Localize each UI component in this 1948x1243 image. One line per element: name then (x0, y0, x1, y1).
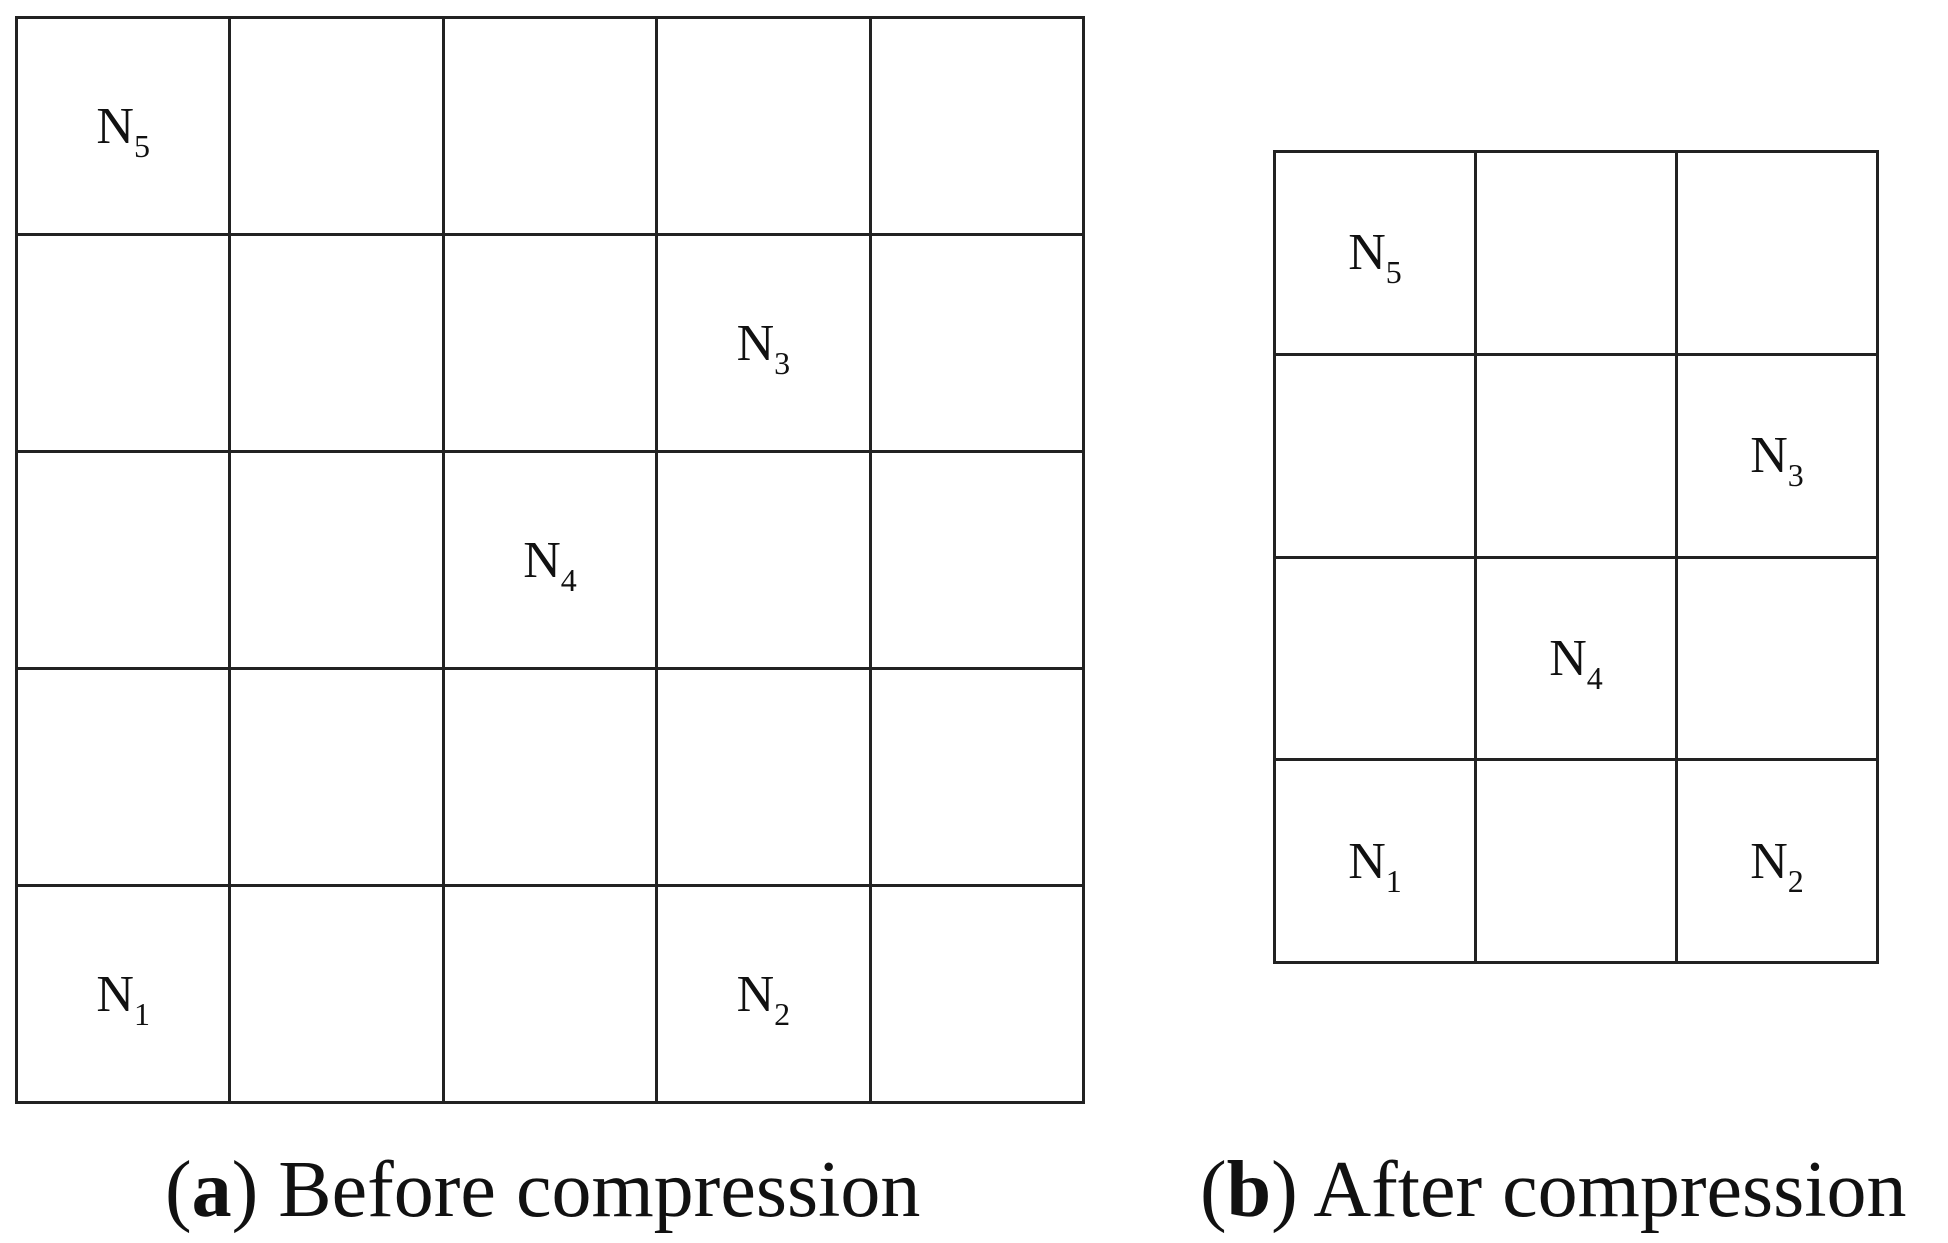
node-subscript: 3 (774, 344, 791, 381)
node-label: N4 (523, 531, 577, 596)
node-subscript: 5 (1385, 254, 1402, 291)
node-subscript: 4 (1586, 659, 1603, 696)
node-base: N (1549, 629, 1587, 687)
grid-cell (658, 19, 872, 236)
grid-cell: N5 (18, 19, 232, 236)
grid-cell: N2 (1678, 761, 1879, 964)
grid-cell (871, 453, 1085, 670)
node-base: N (96, 965, 134, 1023)
grid-cell (444, 19, 659, 236)
grid-cell (1477, 761, 1678, 964)
grid-cell (658, 670, 872, 887)
grid-cell (871, 236, 1085, 453)
node-subscript: 5 (133, 127, 150, 164)
grid-cell (871, 19, 1085, 236)
caption-letter: b (1226, 1146, 1272, 1234)
node-label: N1 (1348, 832, 1402, 897)
node-label: N5 (1348, 223, 1402, 288)
grid-cell (444, 236, 659, 453)
grid-cell (444, 887, 659, 1104)
node-label: N3 (1750, 426, 1804, 491)
grid-cell (1477, 355, 1678, 559)
grid-cell (231, 236, 445, 453)
node-label: N5 (96, 97, 150, 162)
node-base: N (1348, 224, 1386, 282)
grid-cell: N1 (1276, 761, 1477, 964)
node-base: N (1750, 427, 1788, 485)
caption-after-compression: (b) After compression (1200, 1146, 1907, 1234)
grid-cell (871, 670, 1085, 887)
grid-cell (1477, 153, 1678, 356)
node-base: N (523, 531, 561, 589)
grid-cell (658, 453, 872, 670)
grid-cell (444, 670, 659, 887)
grid-cell (18, 670, 232, 887)
grid-cell (18, 236, 232, 453)
grid-cell (871, 887, 1085, 1104)
caption-letter: a (191, 1146, 232, 1234)
grid-cell: N4 (444, 453, 659, 670)
grid-cell: N3 (658, 236, 872, 453)
node-label: N1 (96, 965, 150, 1030)
node-base: N (1348, 832, 1386, 890)
node-base: N (736, 965, 775, 1023)
grid-cell (1276, 558, 1477, 762)
grid-cell: N4 (1477, 558, 1678, 762)
grid-cell (1678, 558, 1879, 762)
grid-cell (1276, 355, 1477, 559)
caption-text: Before compression (278, 1146, 921, 1234)
caption-before-compression: (a) Before compression (165, 1146, 921, 1234)
grid-cell: N1 (18, 887, 232, 1104)
caption-text: After compression (1313, 1146, 1907, 1234)
node-subscript: 3 (1787, 457, 1804, 494)
grid-cell (1678, 153, 1879, 356)
node-base: N (736, 314, 775, 372)
grid-cell: N3 (1678, 355, 1879, 559)
grid-cell (231, 19, 445, 236)
node-label: N3 (736, 314, 791, 379)
node-subscript: 2 (774, 995, 791, 1032)
grid-cell (231, 453, 445, 670)
node-base: N (96, 97, 134, 155)
grid-cell: N2 (658, 887, 872, 1104)
grid-cell (18, 453, 232, 670)
node-subscript: 2 (1787, 862, 1804, 899)
grid-cell (231, 887, 445, 1104)
grid-cell (231, 670, 445, 887)
node-label: N2 (736, 965, 791, 1030)
node-subscript: 1 (133, 995, 150, 1032)
grid-cell: N5 (1276, 153, 1477, 356)
node-base: N (1750, 832, 1788, 890)
node-label: N2 (1750, 832, 1804, 897)
node-subscript: 4 (560, 561, 577, 598)
node-label: N4 (1549, 629, 1603, 694)
node-subscript: 1 (1385, 862, 1402, 899)
